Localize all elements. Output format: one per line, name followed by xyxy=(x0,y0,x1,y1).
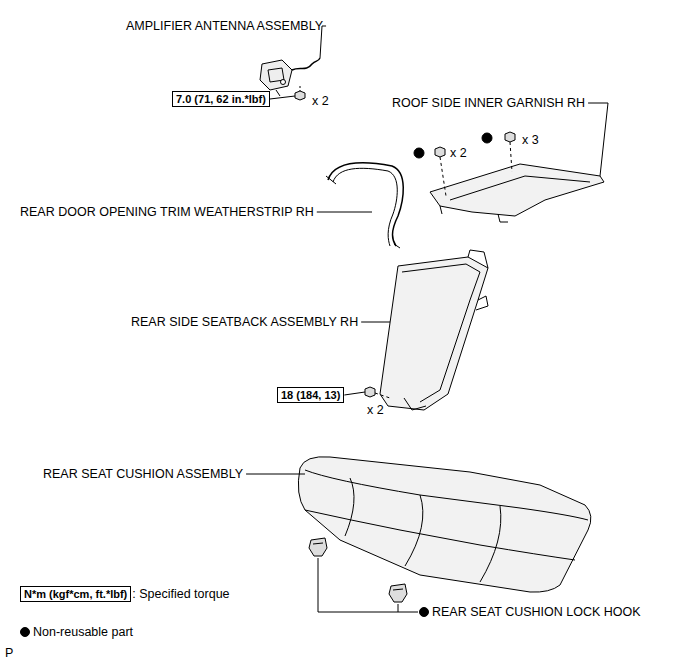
torque-spec: 7.0 (71, 62 in.*lbf) xyxy=(172,91,270,107)
quantity-label: x 2 xyxy=(367,403,384,418)
leader-line xyxy=(270,96,295,99)
part-label: REAR SIDE SEATBACK ASSEMBLY RH xyxy=(131,315,358,330)
torque-value: 7.0 (71, 62 in.*lbf) xyxy=(176,92,266,106)
part-label: REAR SEAT CUSHION ASSEMBLY xyxy=(43,467,243,482)
torque-value: N*m (kgf*cm, ft.*lbf) xyxy=(24,587,127,601)
leader-line xyxy=(344,392,365,395)
quantity-label: x 2 xyxy=(450,146,467,161)
legend-text: : Specified torque xyxy=(132,587,229,602)
torque-spec: 18 (184, 13) xyxy=(277,387,344,403)
leader-line xyxy=(317,212,372,213)
leader-line xyxy=(361,322,390,323)
non-reusable-dot xyxy=(21,628,30,637)
quantity-label: x 2 xyxy=(312,94,329,109)
part-label: ROOF SIDE INNER GARNISH RH xyxy=(392,96,585,111)
quantity-label: x 3 xyxy=(522,133,539,148)
part-label: P xyxy=(5,646,13,659)
leader-line xyxy=(246,474,305,475)
torque-value: 18 (184, 13) xyxy=(281,388,340,402)
leader-line xyxy=(588,103,608,176)
part-label: AMPLIFIER ANTENNA ASSEMBLY xyxy=(126,19,323,34)
part-label: REAR SEAT CUSHION LOCK HOOK xyxy=(432,605,641,620)
legend-text: Non-reusable part xyxy=(33,625,133,640)
part-label: REAR DOOR OPENING TRIM WEATHERSTRIP RH xyxy=(20,205,314,220)
torque-legend-sample: N*m (kgf*cm, ft.*lbf) xyxy=(20,586,131,602)
